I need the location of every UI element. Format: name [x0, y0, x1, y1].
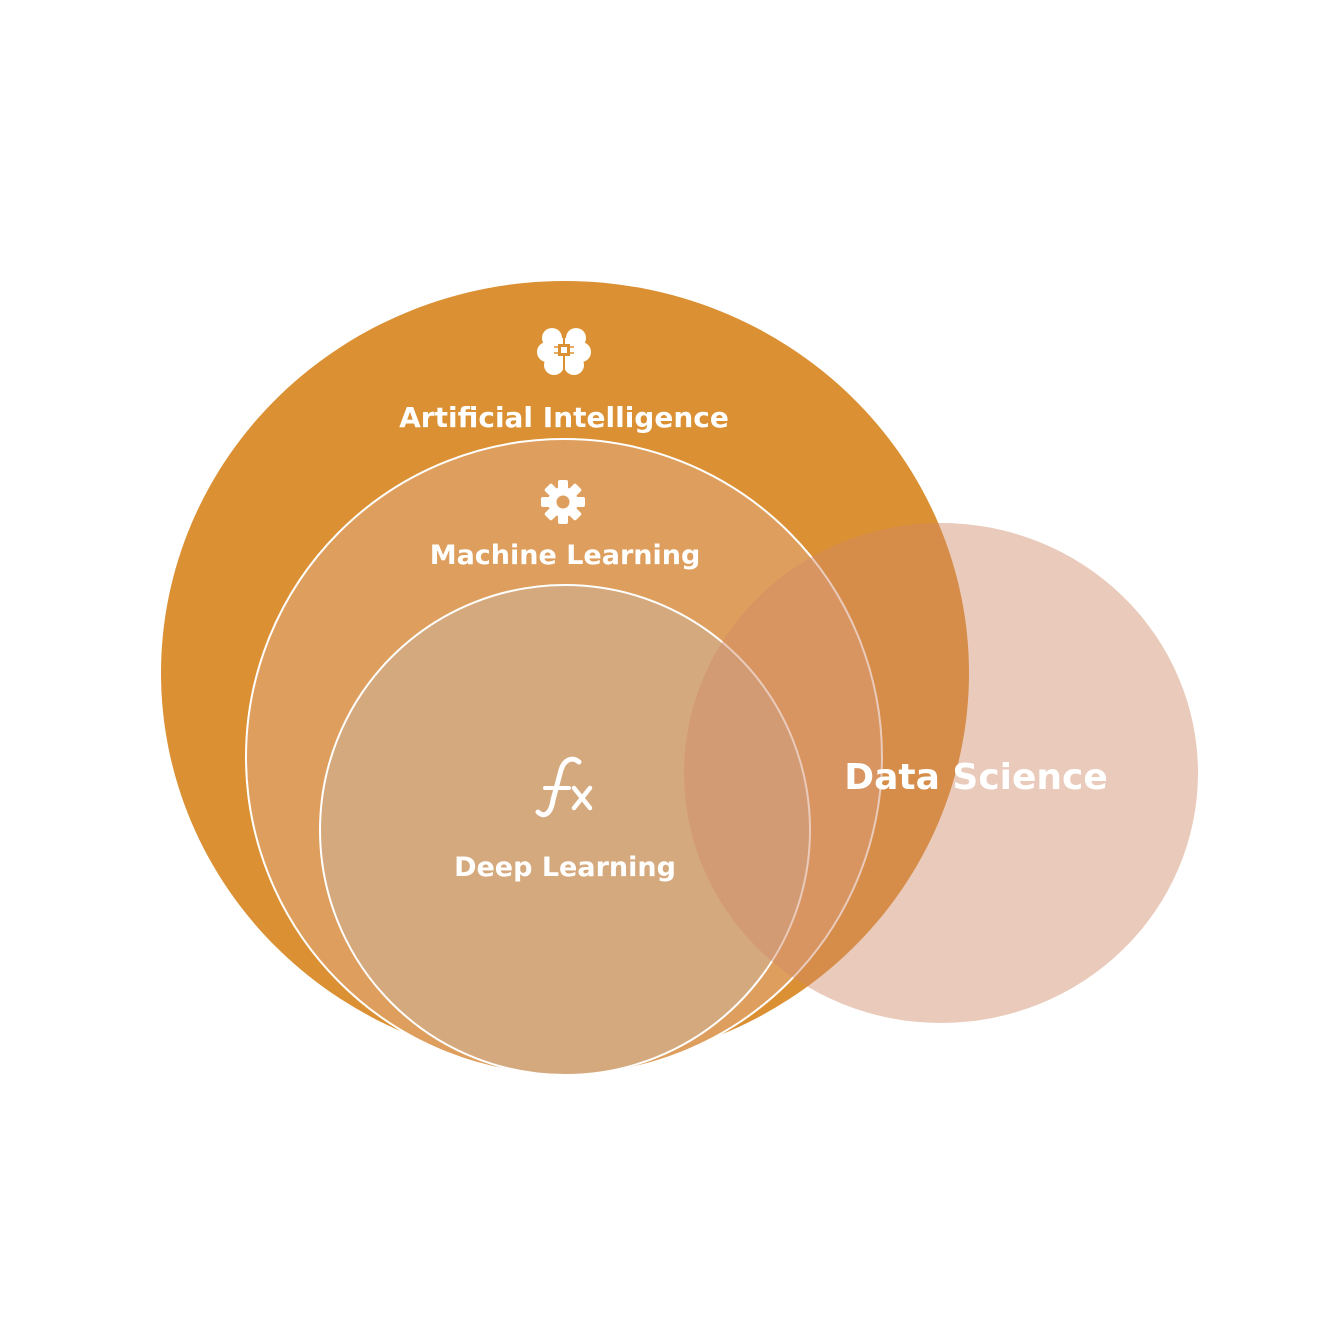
ds-label: Data Science: [844, 757, 1108, 798]
ds-circle: [684, 523, 1198, 1023]
ai-label: Artificial Intelligence: [399, 401, 729, 434]
gear-icon: [541, 480, 585, 524]
brain-chip-icon: [537, 328, 591, 375]
dl-circle: [319, 584, 811, 1076]
ml-label: Machine Learning: [430, 540, 701, 571]
dl-label: Deep Learning: [454, 852, 676, 883]
function-fx-icon: [535, 756, 593, 818]
